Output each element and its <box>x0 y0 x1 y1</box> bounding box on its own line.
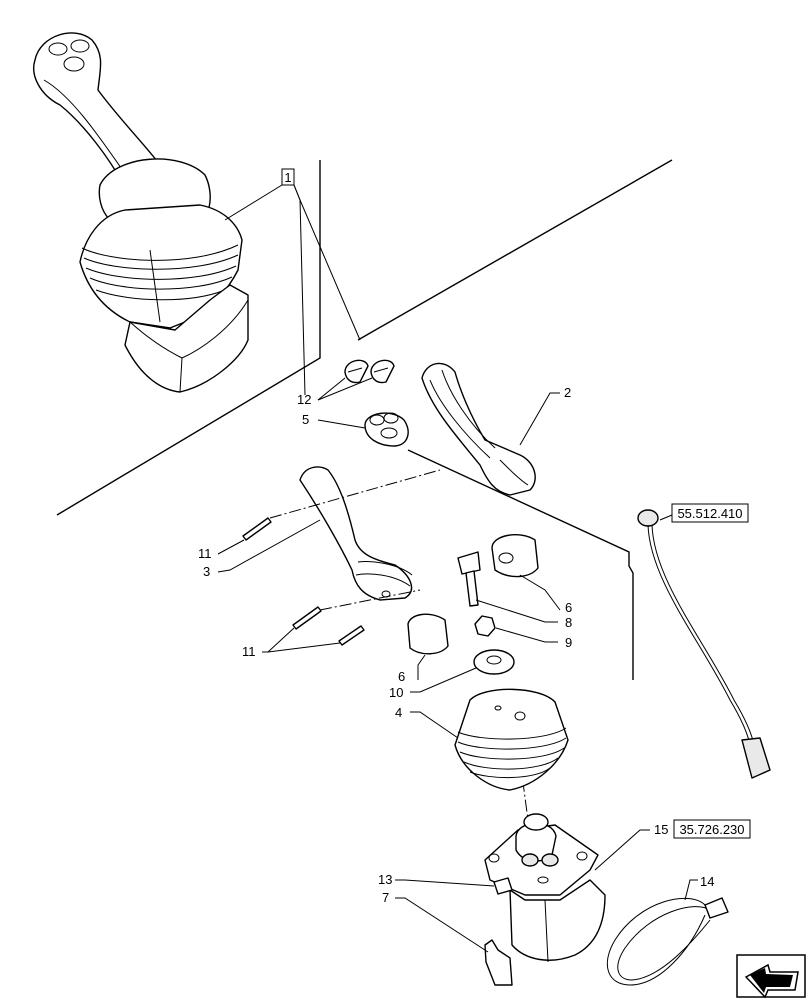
reference-label-valve: 35.726.230 <box>679 822 744 837</box>
caps-item-12 <box>317 359 395 401</box>
callout-label-7: 7 <box>382 890 389 905</box>
callout-label-8: 8 <box>565 615 572 630</box>
screws-item-11 <box>217 517 365 653</box>
washer-item-10 <box>410 649 515 693</box>
reference-label-harness: 55.512.410 <box>677 506 742 521</box>
clamp-item-13 <box>395 877 513 895</box>
reference-harness: 55.512.410 <box>671 503 749 523</box>
callout-label-11a: 11 <box>198 546 212 561</box>
connector-item-7 <box>395 897 513 986</box>
button-pad-item-5 <box>317 412 409 447</box>
callout-label-6a: 6 <box>565 600 572 615</box>
callout-label-12: 12 <box>297 392 311 407</box>
harness-part <box>637 509 771 779</box>
handle-half-item-3 <box>217 466 413 601</box>
valve-item-15 <box>484 813 650 963</box>
handle-half-item-2 <box>421 362 560 496</box>
callout-label-11b: 11 <box>242 644 256 659</box>
callout-label-10: 10 <box>389 685 403 700</box>
callout-label-5: 5 <box>302 412 309 427</box>
navigation-arrow-icon[interactable] <box>736 954 806 999</box>
block-item-6-upper <box>491 534 561 611</box>
pin-item-8 <box>457 551 558 623</box>
joystick-assembly <box>33 32 249 393</box>
reference-valve: 35.726.230 <box>673 819 751 839</box>
boot-item-4 <box>410 688 569 791</box>
callout-label-14: 14 <box>700 874 714 889</box>
nut-item-9 <box>474 615 558 643</box>
callout-label-1: 1 <box>284 170 291 185</box>
callout-label-13: 13 <box>378 872 392 887</box>
callout-label-2: 2 <box>564 385 571 400</box>
callout-label-4: 4 <box>395 705 402 720</box>
callout-label-9: 9 <box>565 635 572 650</box>
callout-label-6b: 6 <box>398 669 405 684</box>
section-divider-lines <box>56 159 673 680</box>
callout-1: 1 <box>224 168 361 396</box>
callout-label-15: 15 <box>654 822 668 837</box>
callout-label-3: 3 <box>203 564 210 579</box>
block-item-6-lower <box>407 613 449 680</box>
cable-item-14 <box>606 879 729 986</box>
